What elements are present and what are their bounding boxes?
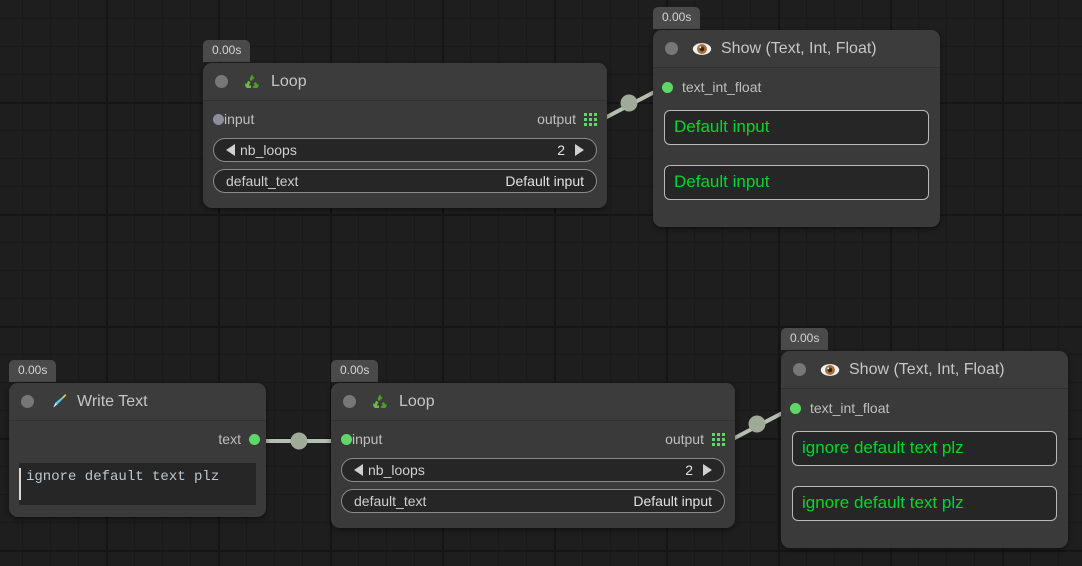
- output-port-dot[interactable]: [249, 433, 260, 445]
- node-body: input output nb_loops 2 default_text Def…: [331, 421, 735, 525]
- widget-value: 2: [557, 142, 565, 158]
- node-body: text ignore default text plz: [9, 421, 266, 515]
- eye-icon: [692, 42, 712, 55]
- text-editor[interactable]: ignore default text plz: [19, 463, 256, 505]
- increment-arrow-icon[interactable]: [575, 144, 584, 156]
- collapse-dot[interactable]: [793, 363, 806, 376]
- node-header[interactable]: Write Text: [9, 383, 266, 421]
- node-body: input output nb_loops 2 default_text Def…: [203, 101, 607, 205]
- timer-badge: 0.00s: [9, 360, 57, 382]
- input-port-dot[interactable]: [341, 433, 352, 445]
- node-title: Write Text: [77, 392, 148, 410]
- output-port[interactable]: text: [218, 429, 260, 449]
- collapse-dot[interactable]: [343, 395, 356, 408]
- widget-label: nb_loops: [240, 142, 297, 158]
- collapse-dot[interactable]: [21, 395, 34, 408]
- collapse-dot[interactable]: [665, 42, 678, 55]
- port-row: input output: [341, 429, 725, 449]
- pen-icon: [52, 393, 67, 409]
- widget-label: default_text: [226, 173, 299, 189]
- node-header[interactable]: Loop: [331, 383, 735, 421]
- display-box: ignore default text plz: [792, 486, 1057, 521]
- node-title: Show (Text, Int, Float): [849, 360, 1005, 378]
- grid-icon[interactable]: [712, 432, 725, 446]
- display-box: Default input: [664, 165, 929, 200]
- output-port-label: output: [665, 431, 704, 447]
- timer-badge: 0.00s: [203, 40, 251, 62]
- display-box: Default input: [664, 110, 929, 145]
- port-row: text: [19, 429, 260, 449]
- widget-default-text[interactable]: default_text Default input: [213, 169, 597, 193]
- node-title: Loop: [271, 72, 307, 90]
- text-editor-value: ignore default text plz: [26, 469, 220, 485]
- widget-default-text[interactable]: default_text Default input: [341, 489, 725, 513]
- decrement-arrow-icon[interactable]: [226, 144, 235, 156]
- widget-nb-loops[interactable]: nb_loops 2: [341, 458, 725, 482]
- increment-arrow-icon[interactable]: [703, 464, 712, 476]
- output-port-label: output: [537, 111, 576, 127]
- input-port-label: input: [224, 111, 255, 127]
- node-show-top[interactable]: Show (Text, Int, Float) text_int_float D…: [653, 30, 940, 227]
- input-port-label: text_int_float: [682, 79, 762, 95]
- timer-badge: 0.00s: [653, 7, 701, 29]
- port-row: text_int_float: [662, 77, 929, 97]
- display-box: ignore default text plz: [792, 431, 1057, 466]
- timer-badge: 0.00s: [331, 360, 379, 382]
- input-port-dot[interactable]: [662, 81, 673, 93]
- wire-handle[interactable]: [290, 432, 308, 450]
- node-loop-top[interactable]: Loop input output nb_loops 2 default_tex…: [203, 63, 607, 208]
- wire-handle[interactable]: [620, 94, 638, 112]
- widget-value: Default input: [505, 173, 584, 189]
- port-row: input output: [213, 109, 597, 129]
- widget-label: nb_loops: [368, 462, 425, 478]
- node-body: text_int_float ignore default text plz i…: [781, 389, 1068, 533]
- recycle-icon: [244, 73, 259, 88]
- output-port-label: text: [218, 431, 241, 447]
- node-show-bottom[interactable]: Show (Text, Int, Float) text_int_float i…: [781, 351, 1068, 548]
- widget-value: Default input: [633, 493, 712, 509]
- decrement-arrow-icon[interactable]: [354, 464, 363, 476]
- port-row: text_int_float: [790, 398, 1057, 418]
- node-loop-bottom[interactable]: Loop input output nb_loops 2 default_tex…: [331, 383, 735, 528]
- wire-handle[interactable]: [748, 415, 766, 433]
- widget-value: 2: [685, 462, 693, 478]
- input-port-label: input: [352, 431, 383, 447]
- input-port-dot[interactable]: [790, 402, 801, 414]
- node-write-text[interactable]: Write Text text ignore default text plz: [9, 383, 266, 517]
- timer-badge: 0.00s: [781, 328, 829, 350]
- node-header[interactable]: Loop: [203, 63, 607, 101]
- output-port[interactable]: output: [537, 109, 597, 129]
- text-caret: [19, 468, 21, 500]
- widget-nb-loops[interactable]: nb_loops 2: [213, 138, 597, 162]
- collapse-dot[interactable]: [215, 75, 228, 88]
- input-port-label: text_int_float: [810, 400, 890, 416]
- eye-icon: [820, 363, 840, 376]
- recycle-icon: [372, 393, 387, 408]
- widget-label: default_text: [354, 493, 427, 509]
- output-port[interactable]: output: [665, 429, 725, 449]
- node-body: text_int_float Default input Default inp…: [653, 68, 940, 212]
- node-title: Show (Text, Int, Float): [721, 39, 877, 57]
- node-header[interactable]: Show (Text, Int, Float): [653, 30, 940, 68]
- node-title: Loop: [399, 392, 435, 410]
- node-header[interactable]: Show (Text, Int, Float): [781, 351, 1068, 389]
- grid-icon[interactable]: [584, 112, 597, 126]
- input-port-dot[interactable]: [213, 113, 224, 125]
